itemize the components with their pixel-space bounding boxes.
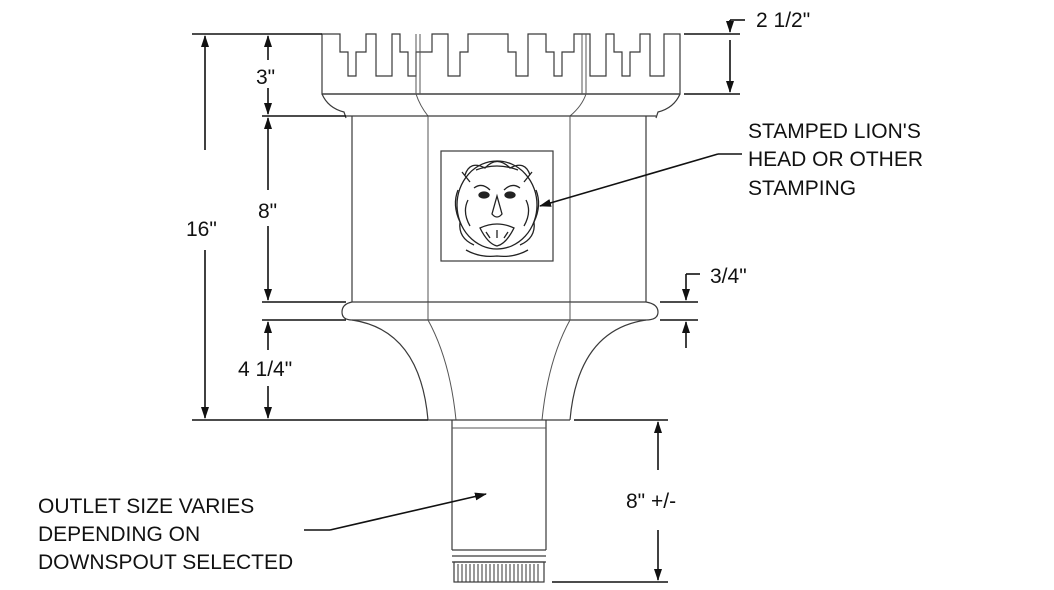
dim-label-overall: 16" (186, 218, 217, 241)
dimension-outlet: 8" +/- (552, 419, 676, 583)
crown (321, 33, 681, 119)
callout-outlet-line-2: DEPENDING ON (38, 523, 200, 546)
callout-stamping-line-3: STAMPING (748, 177, 856, 200)
outlet-tube (451, 420, 547, 583)
dim-label-outlet: 8" +/- (626, 490, 676, 513)
body (351, 116, 647, 302)
lower-bell (351, 319, 647, 421)
callout-outlet-line-1: OUTLET SIZE VARIES (38, 495, 254, 518)
dim-label-body: 8" (258, 200, 277, 223)
dim-label-lower: 4 1/4" (238, 358, 292, 381)
dim-label-notch: 2 1/2" (756, 9, 810, 32)
dimension-notch: 2 1/2" (684, 9, 810, 95)
callout-stamping: STAMPED LION'S HEAD OR OTHER STAMPING (539, 120, 923, 207)
band (341, 301, 659, 321)
dimension-band: 3/4" (660, 265, 747, 348)
dimension-body: 8" (258, 117, 346, 303)
dimension-crown: 3" (256, 35, 346, 117)
lion-head-stamping (454, 160, 540, 258)
dim-label-crown: 3" (256, 66, 275, 89)
dimension-lower: 4 1/4" (238, 319, 346, 419)
callout-stamping-line-1: STAMPED LION'S (748, 120, 921, 143)
callout-outlet: OUTLET SIZE VARIES DEPENDING ON DOWNSPOU… (38, 492, 487, 574)
dim-label-band: 3/4" (710, 265, 747, 288)
dimension-overall: 16" (186, 33, 428, 421)
callout-stamping-line-2: HEAD OR OTHER (748, 148, 923, 171)
callout-outlet-line-3: DOWNSPOUT SELECTED (38, 551, 293, 574)
